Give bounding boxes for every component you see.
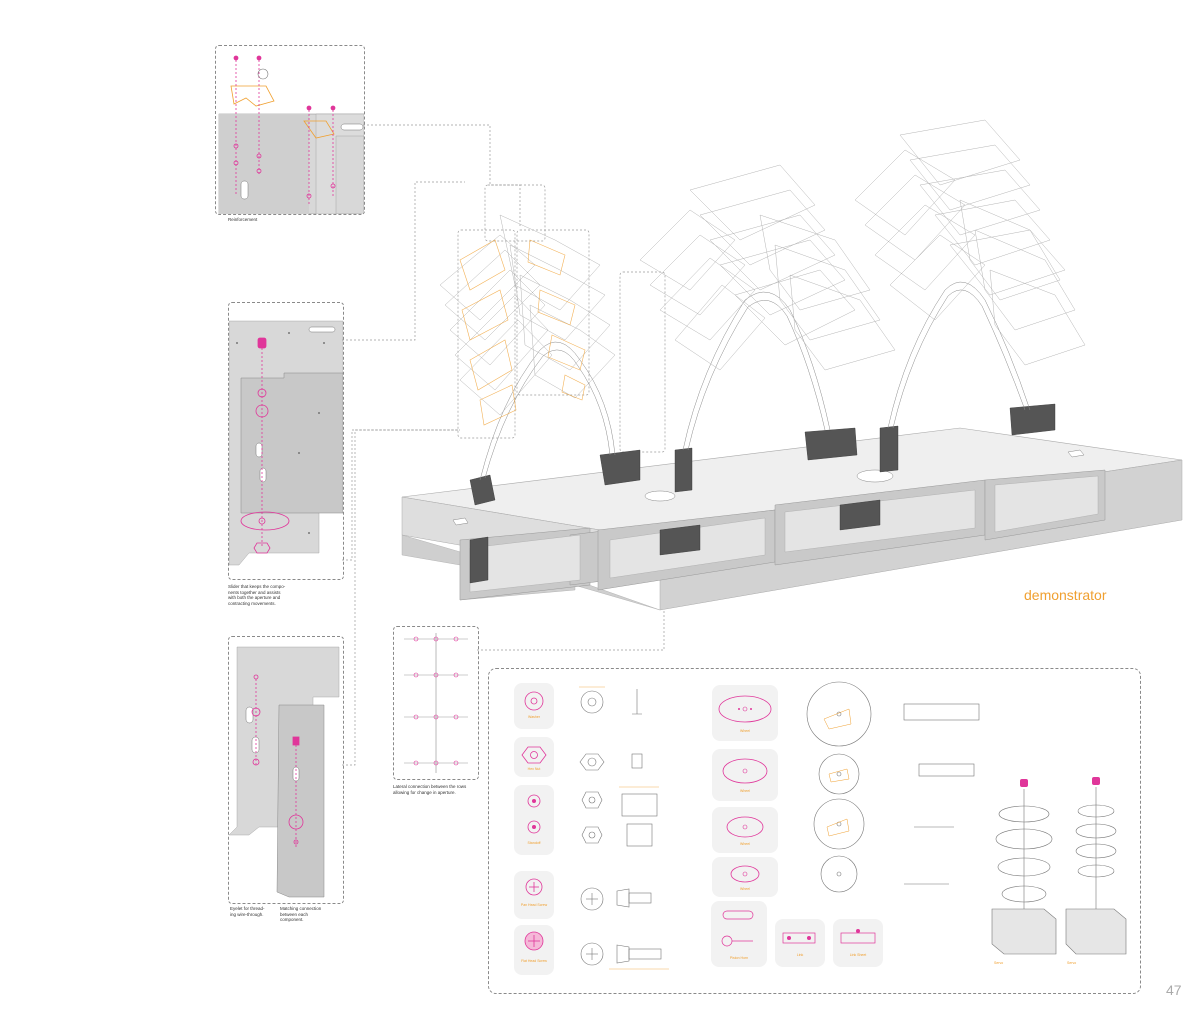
legend-label-hexnut: Hex Nut xyxy=(527,767,541,771)
legend-label-wheel-3: Wheel xyxy=(740,842,750,846)
legend-label-link-sheet: Link Sheet xyxy=(849,953,867,957)
reinforcement-caption: Reinforcement xyxy=(228,217,258,222)
components-legend-panel: Washer Hex Nut Standoff Pan Head Screw F… xyxy=(488,668,1141,994)
legend-cell-wheel-3: Wheel xyxy=(712,807,778,853)
wheel-side-views xyxy=(806,681,980,893)
legend-label-flathead: Flat Head Screw xyxy=(521,959,547,963)
lateral-caption: Lateral connection between the rows allo… xyxy=(393,784,467,795)
legend-label-wheel-4: Wheel xyxy=(740,887,750,891)
legend-label-wheel-1: Wheel xyxy=(740,729,750,733)
demonstrator-title: demonstrator xyxy=(1024,587,1107,603)
legend-technical-views xyxy=(579,686,669,970)
slider-caption: Slider that keeps the compo- nents toget… xyxy=(228,584,286,606)
reinforcement-detail-panel xyxy=(215,45,365,215)
legend-label-standoff: Standoff xyxy=(527,841,541,845)
legend-cell-hexnut: Hex Nut xyxy=(514,737,554,777)
legend-cell-wheel-2: Wheel xyxy=(712,749,778,801)
servo-assemblies xyxy=(991,777,1127,955)
legend-label-piston-horn: Piston Horn xyxy=(729,956,749,960)
eyelet-drawing xyxy=(229,646,340,898)
legend-cell-link-sheet: Link Sheet xyxy=(833,919,883,967)
slider-drawing xyxy=(229,320,343,566)
legend-label-panhead: Pan Head Screw xyxy=(520,903,548,907)
legend-cell-washer: Washer xyxy=(514,683,554,729)
legend-cell-standoff: Standoff xyxy=(514,785,554,855)
legend-cell-link: Link xyxy=(775,919,825,967)
legend-cell-flathead: Flat Head Screw xyxy=(514,925,554,975)
eyelet-detail-panel xyxy=(228,636,344,904)
legend-label-wheel-2: Wheel xyxy=(740,789,750,793)
legend-cell-wheel-4: Wheel xyxy=(712,857,778,897)
page-number: 47 xyxy=(1166,982,1182,998)
eyelet-caption: Eyelet for thread- ing wire-through. xyxy=(230,906,265,917)
legend-cell-wheel-1: Wheel xyxy=(712,685,778,741)
reinforcement-drawing xyxy=(218,55,364,214)
servo-label-1: Servo xyxy=(994,961,1004,965)
legend-label-washer: Washer xyxy=(528,715,540,719)
legend-cell-panhead: Pan Head Screw xyxy=(514,871,554,919)
legend-label-link: Link xyxy=(796,953,804,957)
slider-detail-panel xyxy=(228,302,344,580)
matching-caption: Matching connection between each compone… xyxy=(280,906,322,922)
legend-cell-piston-horn: Piston Horn xyxy=(711,901,767,967)
servo-label-2: Servo xyxy=(1067,961,1077,965)
